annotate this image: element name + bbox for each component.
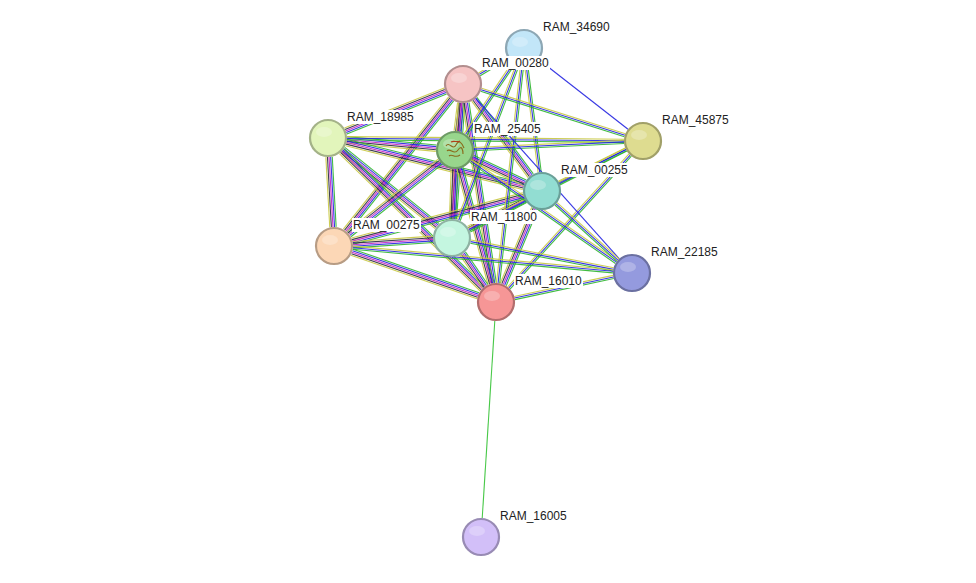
protein-node: RAM_16010 — [477, 283, 515, 321]
node-disc — [463, 519, 499, 555]
node-disc — [478, 284, 514, 320]
node-label: RAM_00255 — [560, 163, 629, 177]
node-disc — [437, 132, 473, 168]
interaction-line — [470, 162, 616, 263]
node-circle — [613, 254, 651, 292]
node-circle — [462, 518, 500, 556]
node-circle — [523, 172, 561, 210]
node-circle — [444, 65, 482, 103]
node-shine — [451, 73, 467, 83]
node-circle — [624, 122, 662, 160]
node-label: RAM_00280 — [481, 56, 550, 70]
interaction-line — [472, 158, 525, 183]
interaction-line — [474, 144, 624, 151]
node-shine — [484, 291, 500, 301]
node-disc — [614, 255, 650, 291]
node-shine — [469, 526, 485, 536]
interaction-line — [539, 60, 628, 130]
protein-node: RAM_18985 — [309, 119, 347, 157]
node-label: RAM_18985 — [346, 110, 415, 124]
protein-node: RAM_25405 — [436, 131, 474, 169]
node-label: RAM_45875 — [661, 113, 730, 127]
interaction-line — [353, 249, 613, 273]
protein-node: RAM_00255 — [523, 172, 561, 210]
interaction-line — [347, 137, 624, 140]
node-circle — [315, 227, 353, 265]
interaction-line — [351, 254, 477, 298]
node-circle — [477, 283, 515, 321]
interaction-line — [344, 149, 438, 225]
node-label: RAM_00275 — [352, 218, 421, 232]
interaction-line — [473, 157, 526, 182]
interaction-line — [556, 204, 618, 260]
node-disc — [625, 123, 661, 159]
interaction-line — [351, 255, 477, 299]
interaction-line — [555, 205, 617, 261]
node-circle — [436, 131, 474, 169]
node-shine — [631, 130, 647, 140]
node-label: RAM_11800 — [470, 210, 538, 224]
protein-node: RAM_00275 — [315, 227, 353, 265]
interaction-line — [345, 147, 439, 223]
interaction-line — [474, 140, 624, 147]
interaction-line — [557, 203, 619, 259]
interaction-line — [482, 321, 495, 518]
node-shine — [316, 127, 332, 137]
interaction-line — [351, 164, 442, 236]
node-shine — [322, 235, 338, 245]
node-circle — [433, 219, 471, 257]
interaction-line — [474, 142, 624, 149]
node-shine — [530, 180, 546, 190]
interaction-line — [353, 248, 613, 272]
protein-node: RAM_22185 — [613, 254, 651, 292]
interaction-line — [353, 246, 613, 270]
interaction-line — [469, 150, 626, 230]
interaction-line — [525, 67, 538, 172]
node-shine — [620, 262, 636, 272]
node-label: RAM_16005 — [499, 509, 568, 523]
node-disc — [310, 120, 346, 156]
node-disc — [316, 228, 352, 264]
node-circle — [309, 119, 347, 157]
node-disc — [434, 220, 470, 256]
interaction-line — [528, 67, 541, 172]
protein-node: RAM_16005 — [462, 518, 500, 556]
structure-icon — [446, 141, 464, 156]
node-disc — [445, 66, 481, 102]
protein-node: RAM_45875 — [624, 122, 662, 160]
node-label: RAM_16010 — [514, 274, 583, 288]
node-shine — [440, 227, 456, 237]
node-shine — [512, 37, 528, 47]
node-label: RAM_22185 — [650, 245, 719, 259]
protein-node: RAM_00280 — [444, 65, 482, 103]
node-label: RAM_25405 — [473, 122, 542, 136]
interaction-line — [353, 236, 433, 241]
protein-node: RAM_11800 — [433, 219, 471, 257]
interaction-line — [472, 160, 525, 185]
node-label: RAM_34690 — [542, 20, 611, 34]
interaction-line — [326, 157, 330, 227]
node-disc — [524, 173, 560, 209]
